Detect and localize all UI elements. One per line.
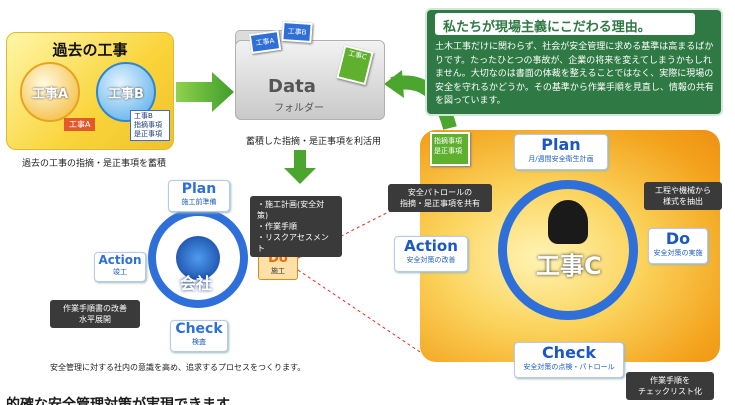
company-action-card: Action 竣工 xyxy=(94,252,146,282)
project-a-label: 工事A xyxy=(32,87,69,102)
project-a-circle xyxy=(20,62,80,122)
tip-line: ・作業手順 xyxy=(257,222,297,231)
site-plan-sub: 月/週間安全衛生計画 xyxy=(528,155,594,163)
tip-line: ・リスクアセスメント xyxy=(257,233,329,253)
company-cycle-ring xyxy=(148,208,248,308)
project-a-badge: 工事A xyxy=(64,118,96,131)
site-cycle-ring xyxy=(498,180,638,320)
tip-line: 作業手順を xyxy=(650,376,690,385)
company-action-sub: 竣工 xyxy=(113,268,127,276)
site-check-sub: 安全対策の点検・パトロール xyxy=(523,363,615,371)
doc-line: 指摘事項 xyxy=(134,121,162,129)
folder-card-b: 工事B xyxy=(281,20,313,44)
tip-line: 指摘・是正事項を共有 xyxy=(400,199,480,208)
tip-line: ・施工計画(安全対策) xyxy=(257,200,325,220)
tip-line: 水平展開 xyxy=(79,315,111,324)
doc-line: 是正事項 xyxy=(434,147,462,155)
tip-line: 工程や機械から xyxy=(655,186,711,195)
dashed-link-lower xyxy=(297,269,421,353)
reason-title: 私たちが現場主義にこだわる理由。 xyxy=(435,13,695,35)
past-title: 過去の工事 xyxy=(52,41,128,59)
site-action-label: Action xyxy=(404,237,458,255)
site-do-card: Do 安全対策の実施 xyxy=(648,228,708,264)
site-do-label: Do xyxy=(665,229,691,248)
site-do-sub: 安全対策の実施 xyxy=(653,249,703,257)
folder-caption: 蓄積した指摘・是正事項を利活用 xyxy=(246,137,382,147)
site-plan-label: Plan xyxy=(541,135,581,154)
footer-headline: 的確な安全管理対策が実現できます。 xyxy=(6,397,243,405)
reason-body: 土木工事だけに関わらず、社会が安全管理に求める基準は高まるばかりです。たったひと… xyxy=(435,42,714,106)
site-check-card: Check 安全対策の点検・パトロール xyxy=(514,342,624,378)
doc-line: 工事B xyxy=(134,112,153,120)
folder-subtitle: フォルダー xyxy=(274,103,324,114)
company-check-card: Check 検査 xyxy=(170,320,228,352)
arrow-folder-down xyxy=(284,150,316,184)
company-check-sub: 検査 xyxy=(192,338,206,346)
company-building-icon xyxy=(176,236,220,280)
company-do-sub: 施工 xyxy=(271,267,285,275)
company-check-label: Check xyxy=(175,321,223,337)
site-patrol-tip: 安全パトロールの 指摘・是正事項を共有 xyxy=(388,184,492,212)
site-check-label: Check xyxy=(541,343,597,362)
site-action-sub: 安全対策の改善 xyxy=(406,256,456,264)
site-plan-card: Plan 月/週間安全衛生計画 xyxy=(514,134,608,170)
site-doc-card: 指摘事項 是正事項 xyxy=(430,132,470,166)
company-plan-label: Plan xyxy=(181,181,217,197)
worker-icon xyxy=(548,200,588,244)
company-caption: 安全管理に対する社内の意識を高め、追求するプロセスをつくります。 xyxy=(50,363,306,372)
site-do-tip: 工程や機械から 様式を抽出 xyxy=(644,182,722,210)
doc-line: 是正事項 xyxy=(134,130,162,138)
tip-line: 様式を抽出 xyxy=(663,197,703,206)
company-plan-tip: ・施工計画(安全対策) ・作業手順 ・リスクアセスメント xyxy=(250,196,342,257)
tip-line: 作業手順書の改善 xyxy=(63,304,127,313)
tip-line: チェックリスト化 xyxy=(638,387,702,396)
site-check-tip: 作業手順を チェックリスト化 xyxy=(626,372,714,400)
arrow-past-to-folder xyxy=(176,72,234,112)
company-action-label: Action xyxy=(98,253,142,267)
site-action-card: Action 安全対策の改善 xyxy=(394,236,468,272)
folder-title: Data xyxy=(268,76,316,97)
tip-line: 安全パトロールの xyxy=(407,188,473,197)
project-b-label: 工事B xyxy=(108,87,144,102)
doc-line: 指摘事項 xyxy=(434,137,462,145)
past-caption: 過去の工事の指摘・是正事項を蓄積 xyxy=(22,159,167,169)
company-action-tip: 作業手順書の改善 水平展開 xyxy=(50,300,140,328)
company-plan-sub: 施工前準備 xyxy=(181,198,217,206)
company-plan-card: Plan 施工前準備 xyxy=(168,180,230,212)
site-center-label: 工事C xyxy=(536,252,602,280)
company-center-label: 会社 xyxy=(180,274,213,293)
project-b-doc: 工事B 指摘事項 是正事項 xyxy=(130,110,170,141)
folder-card-a: 工事A xyxy=(248,30,282,54)
